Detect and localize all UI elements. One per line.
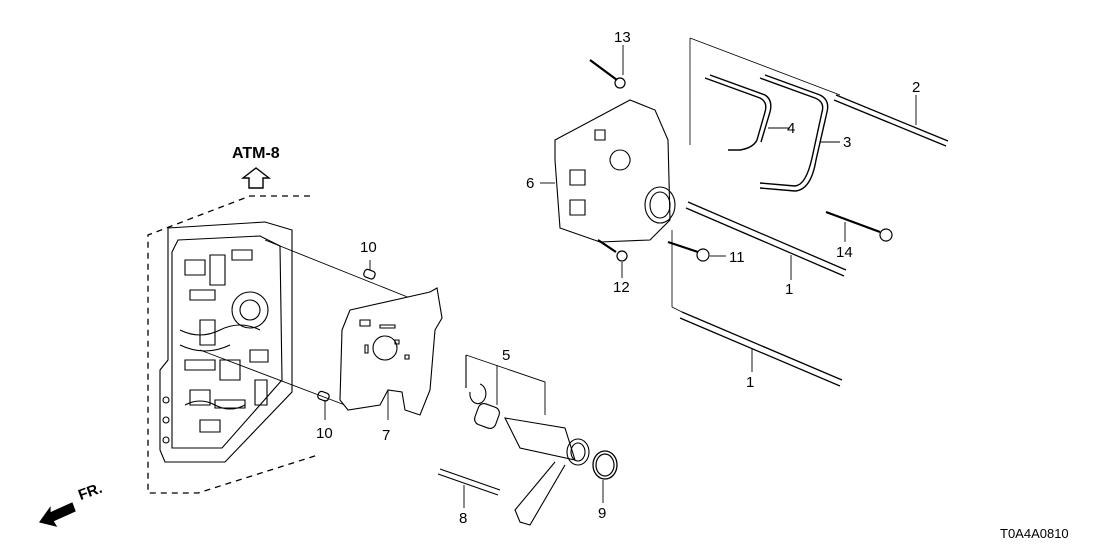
dowel-pin-upper: [363, 268, 376, 280]
callout-11[interactable]: 11: [729, 249, 745, 266]
group-outline: [147, 195, 319, 494]
bolt-14: [825, 210, 893, 242]
callout-7[interactable]: 7: [382, 427, 391, 444]
callout-13[interactable]: 13: [614, 29, 631, 46]
callout-6[interactable]: 6: [526, 175, 535, 192]
rod-1-upper: [685, 201, 847, 277]
callout-10-upper[interactable]: 10: [360, 239, 377, 256]
callout-2[interactable]: 2: [912, 79, 921, 96]
pin: [437, 468, 501, 496]
callout-9[interactable]: 9: [598, 505, 607, 522]
pipe-4: [704, 74, 772, 151]
rod-1-lower: [679, 311, 843, 387]
callout-3[interactable]: 3: [843, 134, 852, 151]
callout-5[interactable]: 5: [502, 347, 511, 364]
bolt-11: [667, 240, 710, 262]
rod-2: [833, 94, 949, 147]
bolt-13: [589, 59, 626, 89]
callout-4[interactable]: 4: [787, 120, 796, 137]
shaft-assembly: [465, 354, 590, 526]
valve-body: [159, 221, 293, 463]
callout-8[interactable]: 8: [459, 510, 468, 527]
diagram-code: T0A4A0810: [1000, 526, 1069, 541]
callout-1-lower[interactable]: 1: [746, 374, 755, 391]
o-ring: [592, 450, 618, 480]
reference-arrow-icon: [240, 167, 272, 189]
dowel-pin-lower: [317, 390, 330, 402]
callout-1-upper[interactable]: 1: [785, 281, 794, 298]
reference-section-label[interactable]: ATM-8: [232, 145, 280, 162]
pipe-3: [759, 74, 829, 192]
separator-plate: [339, 287, 443, 416]
callout-14[interactable]: 14: [836, 244, 853, 261]
bolt-12: [597, 239, 628, 262]
front-direction-arrow-icon: [38, 502, 76, 527]
callout-12[interactable]: 12: [613, 279, 630, 296]
servo-assembly: [554, 99, 676, 243]
callout-10-lower[interactable]: 10: [316, 425, 333, 442]
